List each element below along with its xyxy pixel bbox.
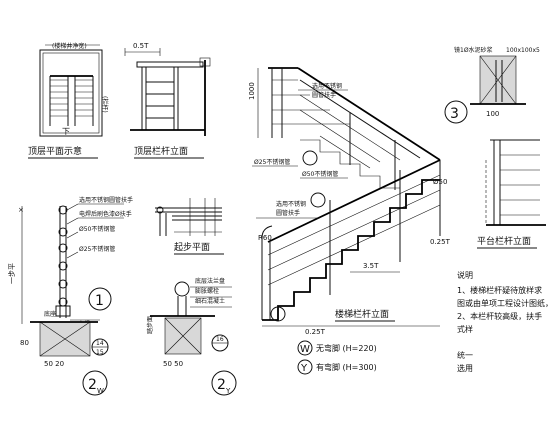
detail-3-marker: 3 xyxy=(450,106,459,122)
start-step-plan xyxy=(155,198,222,236)
callout-handrail-1: 选用不锈钢 xyxy=(312,82,342,90)
detail-2w-sub: W xyxy=(97,387,104,395)
detail-2y-marker: 2 xyxy=(217,377,226,393)
callout-handrail-3: 选用不锈钢 xyxy=(276,200,306,208)
concrete-note: 细石混凝土 xyxy=(195,297,225,305)
title-top-railing-elevation: 顶层栏杆立面 xyxy=(134,145,188,157)
dim-80: 80 xyxy=(20,339,29,347)
base-note: 底座 xyxy=(44,310,56,318)
section-marker-3 xyxy=(270,306,286,322)
pipe-25-note: Ø25不锈钢管 xyxy=(79,245,115,253)
dim-d50: Ø50 xyxy=(433,178,447,186)
legend-w-text: 无弯脚 (H=220) xyxy=(316,343,377,353)
detail-2y: 底层法兰盘 膨胀螺栓 细石混凝土 50 50 踏步面 16 xyxy=(146,277,232,368)
dim-3-5t: 3.5T xyxy=(363,262,379,270)
ref-15: 15 xyxy=(96,349,104,356)
detail-3: 镜1Ø水泥砂浆 100x100x5 100 xyxy=(454,46,540,118)
notes-line-1: 1、楼梯栏杆疑待放样求 xyxy=(457,285,542,295)
detail-1-marker: 1 xyxy=(95,293,104,309)
notes: 说明 1、楼梯栏杆疑待放样求 图或由单项工程设计图纸， 2、本栏杆较高级，扶手 … xyxy=(457,270,553,373)
pipe-50-note: Ø50不锈钢管 xyxy=(79,225,115,233)
direction-arrow-label: 下 xyxy=(62,127,70,136)
stairwell-width-label: (楼梯井净宽) xyxy=(52,42,87,50)
legend: W 无弯脚 (H=220) Y 有弯脚 (H=300) xyxy=(297,340,377,375)
title-landing-railing-elevation: 平台栏杆立面 xyxy=(477,235,531,247)
detail-2y-sub: Y xyxy=(225,387,231,395)
notes-line-5: 统一 xyxy=(457,350,473,360)
callout-pipe-50: Ø50不锈钢管 xyxy=(302,170,338,178)
radius-r60: R60 xyxy=(258,234,272,242)
stair-railing-elevation: 1000 3.5T 0.25T 0.25T R60 Ø50 选用不锈钢 圆管扶手… xyxy=(248,67,451,336)
notes-line-3: 2、本栏杆较高级，扶手 xyxy=(457,311,542,321)
landing-railing-elevation xyxy=(485,139,546,226)
detail-2y-marker-circle xyxy=(211,370,237,396)
detail-1-marker-circle xyxy=(88,287,112,311)
bolt-note: 膨胀螺栓 xyxy=(195,287,219,295)
weld-note: 电焊后刷色漆Ø扶手 xyxy=(79,210,132,218)
dim-top-0-5t: 0.5T xyxy=(133,42,149,50)
ref-14: 14 xyxy=(96,340,104,347)
legend-y-letter: Y xyxy=(300,363,308,374)
flange-note: 底层法兰盘 xyxy=(195,277,225,285)
detail-1: × 一步平 选用不锈钢圆管扶手 电焊后刷色漆Ø扶手 Ø50不锈钢管 Ø25不锈钢… xyxy=(8,196,133,368)
notes-heading: 说明 xyxy=(457,270,473,280)
detail-2w-marker: 2 xyxy=(88,377,97,393)
callout-pipe-25: Ø25不锈钢管 xyxy=(254,158,290,166)
dim-1000: 1000 xyxy=(248,82,256,100)
handrail-note: 选用不锈钢圆管扶手 xyxy=(79,196,133,204)
title-stair-railing-elevation: 楼梯栏杆立面 xyxy=(335,308,389,320)
detail-3-marker-circle xyxy=(444,100,468,124)
callout-handrail-2: 圆管扶手 xyxy=(312,91,336,99)
mortar-note: 镜1Ø水泥砂浆 xyxy=(454,46,493,54)
dim-0-25t-left: 0.25T xyxy=(305,328,326,336)
notes-line-2: 图或由单项工程设计图纸， xyxy=(457,298,553,308)
title-top-floor-plan: 顶层平面示意 xyxy=(28,145,82,157)
dim-0-25t-right: 0.25T xyxy=(430,238,451,246)
hatch-callout: × xyxy=(18,206,24,214)
dim-50-20: 50 20 xyxy=(44,360,64,368)
callout-handrail-4: 圆管扶手 xyxy=(276,209,300,217)
legend-w-letter: W xyxy=(300,344,310,355)
dim-100: 100 xyxy=(486,110,499,118)
dim-50-50: 50 50 xyxy=(163,360,183,368)
section-marker-2 xyxy=(310,192,326,208)
tread-note: 踏步面 xyxy=(146,316,154,334)
section-marker-1 xyxy=(302,150,318,166)
railing-side-label: (栏杆) xyxy=(101,96,109,113)
detail-2w-marker-circle xyxy=(82,370,108,396)
dim-100x100x5: 100x100x5 xyxy=(506,47,540,54)
notes-line-6: 选用 xyxy=(457,363,473,373)
ref-16: 16 xyxy=(216,336,224,343)
step-label: 一步平 xyxy=(8,263,16,284)
top-railing-elevation: 0.5T xyxy=(124,42,211,136)
legend-y-text: 有弯脚 (H=300) xyxy=(316,362,377,372)
title-start-step-plan: 起步平面 xyxy=(174,242,210,253)
notes-line-4: 式样 xyxy=(457,324,473,334)
top-floor-plan: (楼梯井净宽) 下 (栏杆) xyxy=(39,42,109,137)
